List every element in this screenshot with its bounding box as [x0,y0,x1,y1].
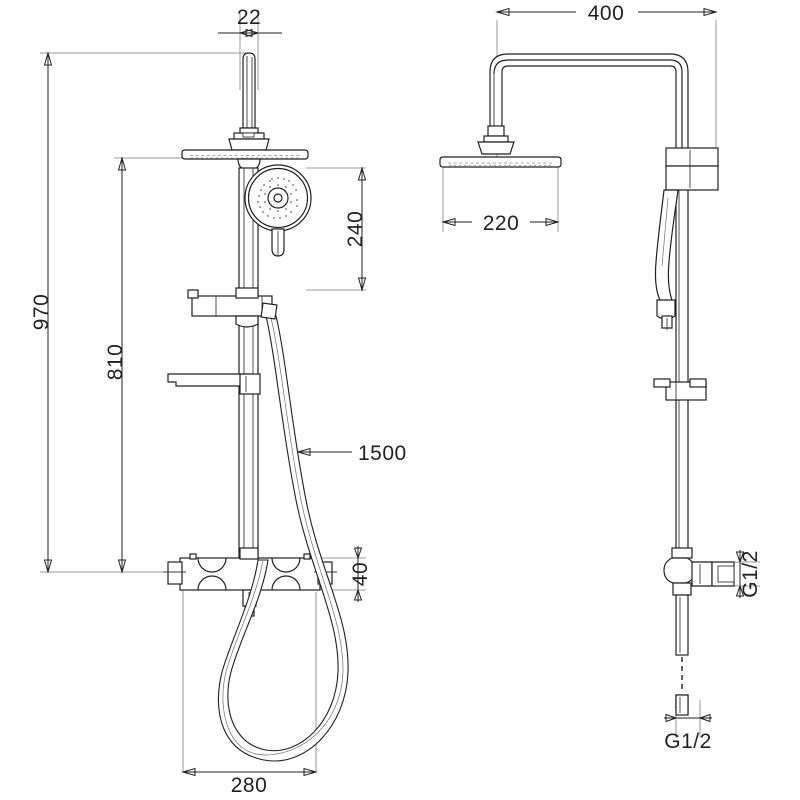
shower-arm-side [477,53,689,161]
dimension-total-height: 970 [30,51,53,574]
riser-bar-side [675,159,689,561]
dimension-bar-height: 810 [104,156,127,574]
spray-holes [256,176,299,220]
slider-clamp-side [653,378,707,401]
dimension-mixer-height: 40 [349,546,372,602]
overhead-swivel-block [228,127,270,151]
dimension-inlet-thread: G1/2 [735,550,762,598]
dimension-riser-diameter: 22 [218,6,282,38]
front-view-geometry [163,52,349,762]
riser-bar-front [238,167,259,561]
dimension-label-mixer-spread: 280 [231,774,268,797]
dimension-label-total-height: 970 [30,294,53,331]
dimension-label-hose-length: 1500 [358,442,407,465]
outlet-connection [674,657,689,716]
front-view-extension-lines [40,10,366,772]
dimension-label-arm-projection-text: 400 [588,2,625,25]
overhead-shower-head-side [439,156,562,168]
dimension-label-riser-diameter: 22 [237,6,261,29]
flexible-hose [217,302,349,762]
handshower-holder-side [665,147,719,191]
dimension-label-inlet-thread: G1/2 [739,550,762,598]
overhead-shower-head-front [181,149,309,171]
dimension-label-mixer-height: 40 [349,562,372,586]
soap-shelf [167,373,261,395]
dimension-arm-projection: 400 400 [495,1,718,25]
dimension-label-bar-height: 810 [104,344,127,381]
dimension-label-handshower-drop: 240 [344,211,367,248]
side-view-geometry [439,53,735,716]
upper-riser-pipe [242,52,256,129]
dimension-handshower-drop: 240 [344,166,367,292]
dimension-mixer-spread: 280 [181,767,318,797]
mixer-valve-side [663,547,735,656]
dimension-label-head-diameter: 220 [483,212,520,235]
dimension-hose-length: 1500 [296,442,407,465]
handshower-holder-bracket [187,287,273,328]
handshower-front [244,164,312,257]
handshower-side [654,189,679,330]
dimension-outlet-thread: G1/2 [664,713,712,753]
dimension-label-outlet-thread: G1/2 [664,730,712,753]
dimension-head-diameter: 220 [441,208,560,235]
